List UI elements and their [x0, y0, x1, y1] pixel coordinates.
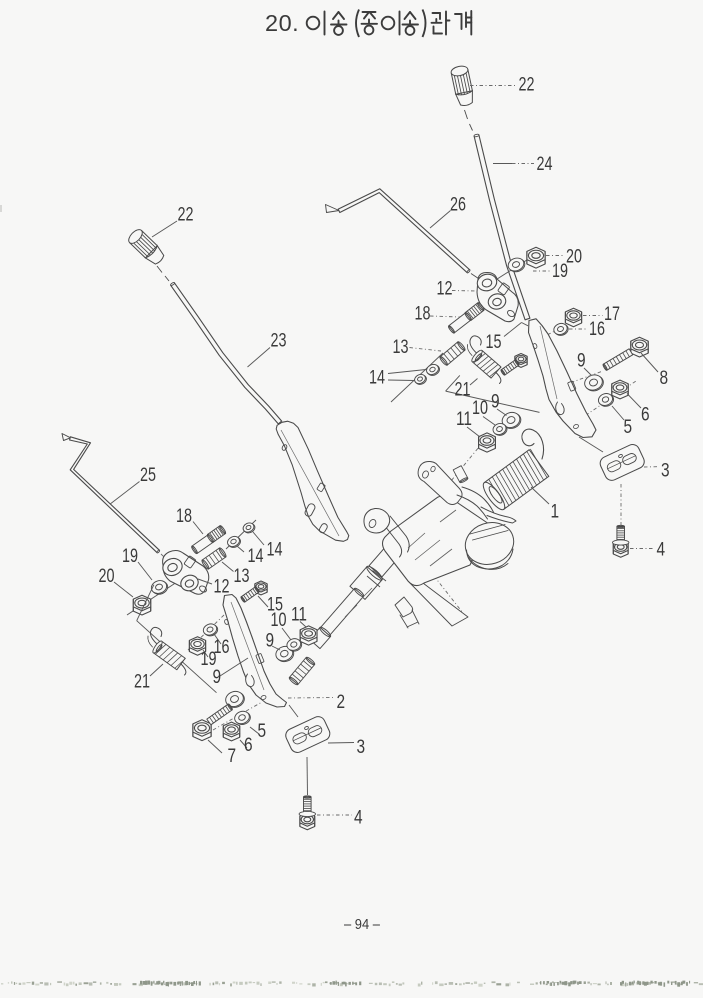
svg-text:2: 2 [337, 692, 346, 713]
svg-text:14: 14 [267, 540, 283, 561]
svg-text:20: 20 [566, 247, 582, 268]
svg-text:20.: 20. [265, 10, 299, 36]
svg-text:19: 19 [552, 261, 568, 282]
svg-text:1: 1 [551, 502, 560, 523]
svg-text:25: 25 [140, 465, 156, 486]
svg-text:12: 12 [437, 279, 453, 300]
svg-text:– 94 –: – 94 – [344, 917, 381, 933]
svg-text:26: 26 [450, 195, 466, 216]
svg-text:8: 8 [660, 368, 669, 389]
svg-text:22: 22 [178, 205, 194, 226]
svg-text:18: 18 [415, 304, 431, 325]
svg-text:22: 22 [519, 75, 535, 96]
svg-text:9: 9 [266, 631, 275, 652]
svg-text:4: 4 [657, 540, 666, 561]
svg-text:18: 18 [176, 506, 192, 527]
svg-text:19: 19 [122, 546, 138, 567]
svg-text:14: 14 [369, 368, 385, 389]
svg-text:15: 15 [267, 595, 283, 616]
svg-text:3: 3 [357, 737, 366, 758]
svg-text:7: 7 [228, 746, 237, 767]
svg-text:12: 12 [214, 577, 230, 598]
svg-text:15: 15 [486, 332, 502, 353]
svg-text:23: 23 [271, 331, 287, 352]
svg-text:6: 6 [641, 405, 650, 426]
svg-text:21: 21 [455, 380, 471, 401]
svg-text:11: 11 [291, 605, 307, 626]
svg-text:14: 14 [248, 546, 264, 567]
svg-text:9: 9 [491, 392, 500, 413]
svg-text:20: 20 [99, 566, 115, 587]
svg-text:11: 11 [456, 409, 472, 430]
svg-text:13: 13 [393, 337, 409, 358]
svg-text:6: 6 [244, 735, 253, 756]
svg-text:24: 24 [537, 154, 553, 175]
svg-text:16: 16 [214, 637, 230, 658]
svg-text:17: 17 [604, 304, 620, 325]
svg-text:4: 4 [354, 808, 363, 829]
svg-text:9: 9 [213, 667, 222, 688]
svg-text:3: 3 [661, 461, 670, 482]
svg-text:13: 13 [234, 566, 250, 587]
svg-text:19: 19 [201, 649, 217, 670]
svg-text:5: 5 [624, 417, 633, 438]
svg-text:9: 9 [577, 351, 586, 372]
svg-text:10: 10 [271, 610, 287, 631]
svg-text:16: 16 [589, 319, 605, 340]
svg-text:21: 21 [134, 672, 150, 693]
svg-text:5: 5 [258, 721, 267, 742]
svg-text:10: 10 [472, 398, 488, 419]
